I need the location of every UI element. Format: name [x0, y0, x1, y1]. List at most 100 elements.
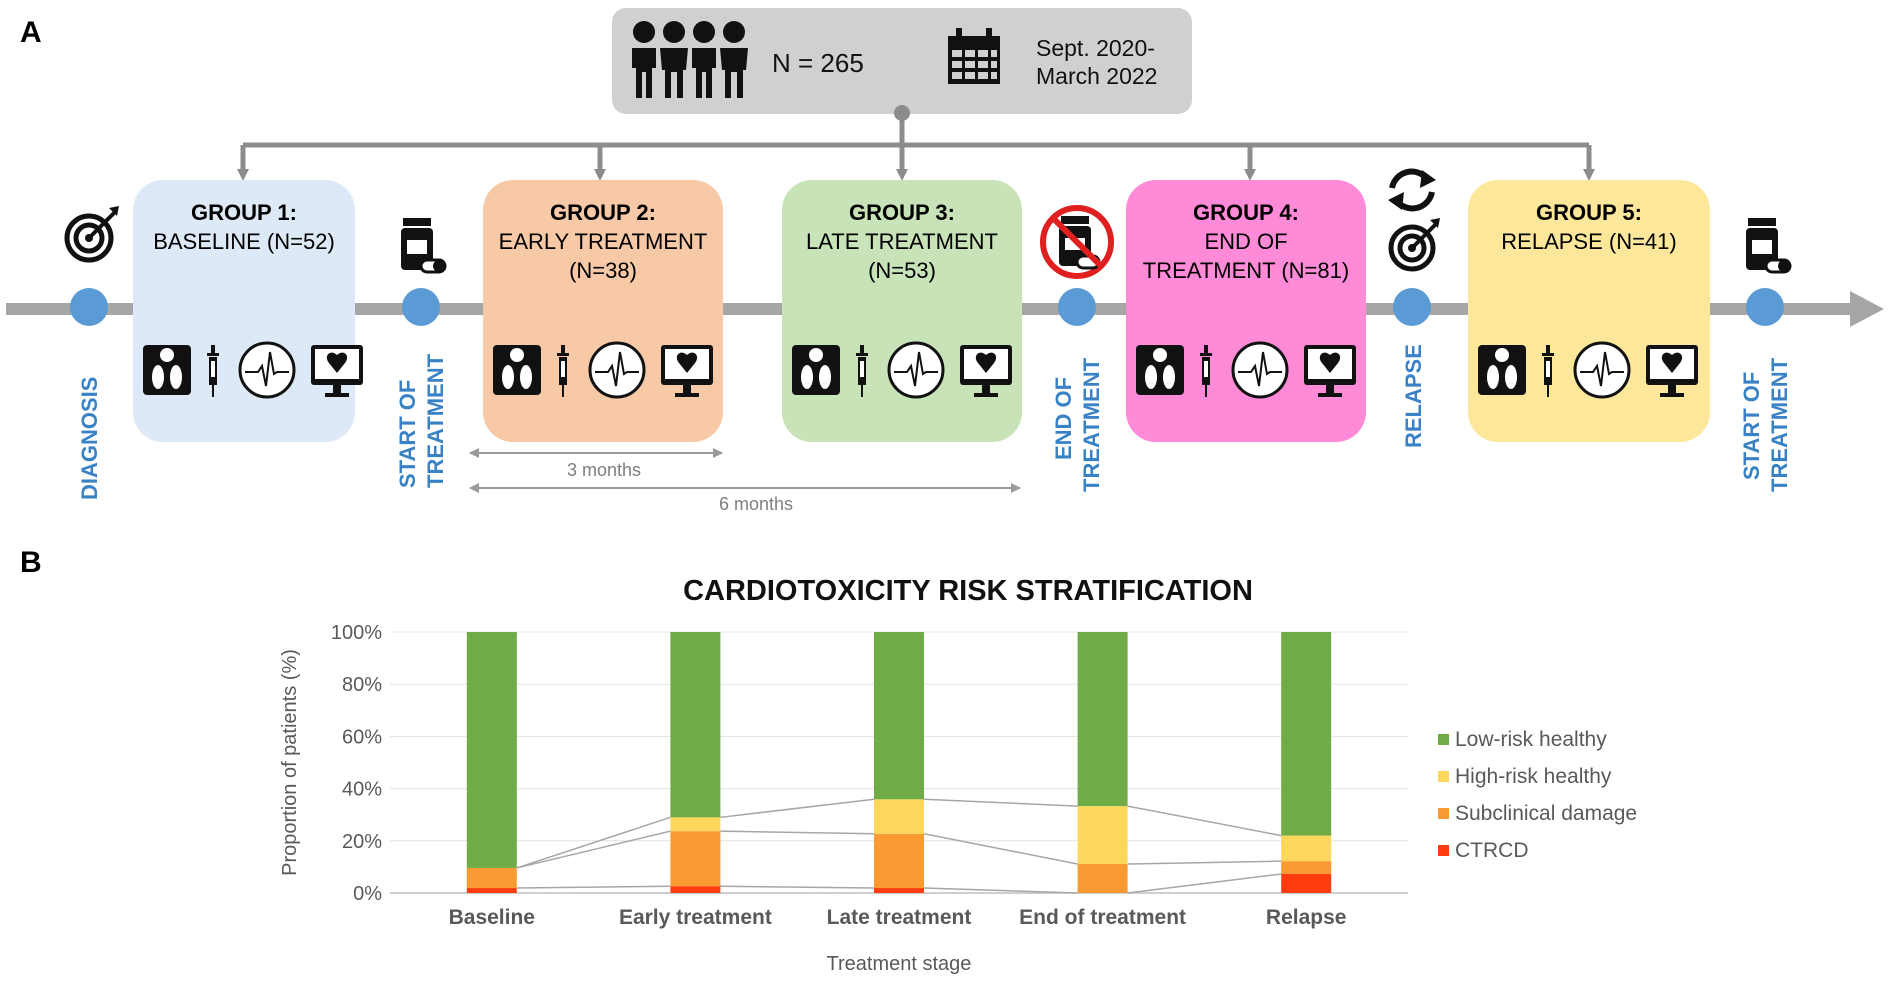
legend-item: Low-risk healthy — [1438, 728, 1607, 751]
group-5-label-line-1: RELAPSE (N=41) — [1501, 229, 1676, 254]
group-3-title: GROUP 3: — [849, 200, 955, 225]
duration-6-months: 6 months — [469, 483, 1021, 514]
group-box-2: GROUP 2:EARLY TREATMENT(N=38) — [483, 180, 723, 442]
bar-segment-subclinical-damage — [874, 833, 924, 889]
bar-segment-high-risk-healthy — [874, 799, 924, 834]
series-line — [720, 798, 875, 819]
bar-segment-high-risk-healthy — [1281, 835, 1332, 862]
y-tick-label: 80% — [342, 674, 382, 696]
no-medication-icon — [1040, 205, 1114, 279]
y-tick-label: 100% — [331, 622, 382, 644]
label-start-treatment-line-1: START OF — [395, 380, 420, 488]
bar-segment-ctrcd — [874, 888, 924, 893]
group-4-title: GROUP 4: — [1193, 200, 1299, 225]
y-tick-label: 0% — [353, 883, 382, 905]
milestone-dot-end-treatment — [1058, 288, 1096, 326]
legend-swatch — [1438, 734, 1449, 745]
medication-icon — [401, 218, 447, 274]
series-line — [923, 887, 1078, 894]
group-connectors — [237, 105, 1595, 181]
group-box-3: GROUP 3:LATE TREATMENT(N=53) — [782, 180, 1022, 442]
echocardiogram-icon — [1646, 345, 1698, 397]
group-4-label-line-2: TREATMENT (N=81) — [1143, 258, 1349, 283]
legend-swatch — [1438, 771, 1449, 782]
x-axis-label: Treatment stage — [827, 953, 972, 975]
group-boxes: GROUP 1:BASELINE (N=52)GROUP 2:EARLY TRE… — [133, 180, 1710, 442]
calendar-icon — [948, 28, 1000, 84]
series-line — [1127, 860, 1282, 865]
bar-segment-low-risk-healthy — [670, 632, 721, 818]
syringe-icon — [1542, 345, 1554, 397]
panel-a-letter: A — [20, 16, 42, 49]
scale-icon — [1478, 345, 1526, 395]
bar-segment-subclinical-damage — [1281, 861, 1332, 874]
group-4-label-line-1: END OF — [1204, 229, 1287, 254]
panel-a: A N = 265 — [6, 8, 1884, 514]
legend-label: High-risk healthy — [1455, 765, 1612, 788]
series-line — [923, 833, 1078, 865]
bar-segment-ctrcd — [466, 888, 517, 893]
bars — [466, 632, 1332, 893]
legend-item: CTRCD — [1438, 839, 1529, 862]
x-category-label: Late treatment — [827, 906, 972, 929]
bar-segment-low-risk-healthy — [874, 632, 924, 800]
bar-segment-ctrcd — [1281, 873, 1332, 893]
medication-icon-2 — [1746, 218, 1792, 274]
milestone-dot-start-treatment — [402, 288, 440, 326]
series-line — [923, 798, 1078, 807]
label-start-treatment-2-line-1: START OF — [1739, 372, 1764, 480]
echocardiogram-icon — [661, 345, 713, 397]
label-start-treatment-2-line-2: TREATMENT — [1767, 357, 1792, 492]
y-tick-label: 20% — [342, 831, 382, 853]
group-2-label-line-2: (N=38) — [569, 258, 637, 283]
bar-segment-high-risk-healthy — [670, 817, 721, 832]
label-end-treatment-line-1: END OF — [1051, 377, 1076, 460]
bar-2 — [670, 632, 721, 893]
cohort-size-label: N = 265 — [772, 48, 864, 78]
y-tick-label: 60% — [342, 726, 382, 748]
ecg-icon — [588, 341, 646, 399]
bar-5 — [1281, 632, 1332, 893]
syringe-icon — [856, 345, 868, 397]
chart-title: CARDIOTOXICITY RISK STRATIFICATION — [683, 575, 1253, 607]
legend-label: CTRCD — [1455, 839, 1529, 862]
group-2-label-line-1: EARLY TREATMENT — [499, 229, 708, 254]
bar-segment-subclinical-damage — [1077, 864, 1128, 893]
label-relapse: RELAPSE — [1401, 344, 1426, 448]
series-line — [516, 830, 671, 869]
y-axis-ticks: 0%20%40%60%80%100% — [331, 622, 382, 905]
connector-node — [894, 105, 910, 121]
ecg-icon — [238, 341, 296, 399]
label-end-treatment-line-2: TREATMENT — [1079, 357, 1104, 492]
group-box-5: GROUP 5:RELAPSE (N=41) — [1468, 180, 1710, 442]
bar-3 — [874, 632, 924, 893]
cohort-header-box — [612, 8, 1192, 114]
y-axis-label: Proportion of patients (%) — [279, 649, 301, 876]
bar-segment-low-risk-healthy — [1077, 632, 1128, 807]
syringe-icon — [207, 345, 219, 397]
panel-b: B CARDIOTOXICITY RISK STRATIFICATION 0%2… — [20, 546, 1637, 975]
target-icon — [64, 206, 119, 263]
milestones — [70, 288, 1784, 326]
x-category-label: Early treatment — [619, 906, 772, 929]
series-line — [720, 830, 875, 835]
ecg-icon — [1231, 341, 1289, 399]
bar-segment-high-risk-healthy — [1077, 806, 1128, 865]
legend-item: High-risk healthy — [1438, 765, 1612, 788]
relapse-target-icon — [1388, 218, 1440, 272]
scale-icon — [792, 345, 840, 395]
echocardiogram-icon — [960, 345, 1012, 397]
refresh-icon — [1388, 168, 1436, 212]
series-connector-lines — [516, 798, 1282, 894]
people-icon — [632, 21, 748, 98]
milestone-dot-start-treatment-2 — [1746, 288, 1784, 326]
bar-4 — [1077, 632, 1128, 893]
group-1-label-line-1: BASELINE (N=52) — [153, 229, 335, 254]
legend-swatch — [1438, 808, 1449, 819]
scale-icon — [493, 345, 541, 395]
group-3-label-line-1: LATE TREATMENT — [806, 229, 998, 254]
duration-3-months: 3 months — [469, 448, 723, 480]
group-box-1: GROUP 1:BASELINE (N=52) — [133, 180, 363, 442]
syringe-icon — [1200, 345, 1212, 397]
